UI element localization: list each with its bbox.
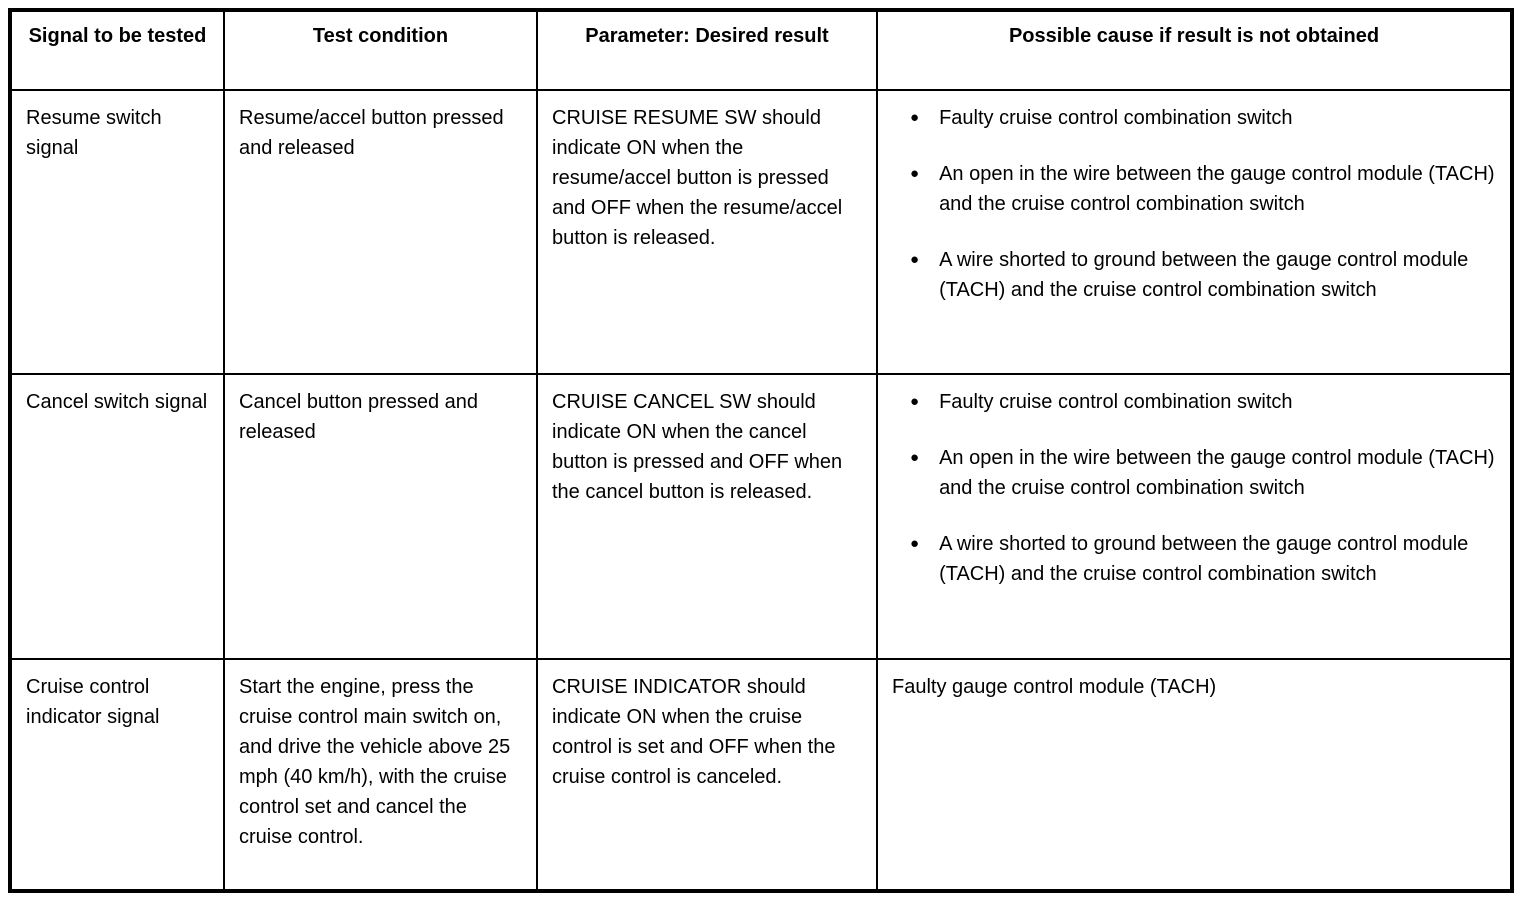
cause-text: Faulty gauge control module (TACH) — [892, 676, 1217, 698]
cause-item: ● An open in the wire between the gauge c… — [892, 443, 1498, 503]
cause-text: Faulty cruise control combination switch — [939, 107, 1293, 129]
cause-text: A wire shorted to ground between the gau… — [939, 249, 1469, 301]
column-header-test-condition: Test condition — [223, 9, 538, 91]
cause-item: ● A wire shorted to ground between the ga… — [892, 529, 1498, 589]
bullet-icon: ● — [910, 535, 920, 552]
column-header-parameter: Parameter: Desired result — [536, 9, 878, 91]
cause-text: An open in the wire between the gauge co… — [939, 163, 1495, 215]
column-header-possible-cause: Possible cause if result is not obtained — [876, 9, 1513, 91]
signal-cell: Cruise control indicator signal — [9, 658, 225, 892]
parameter-cell: CRUISE RESUME SW should indicate ON when… — [536, 89, 878, 375]
cause-item: ● An open in the wire between the gauge c… — [892, 159, 1498, 219]
parameter-cell: CRUISE INDICATOR should indicate ON when… — [536, 658, 878, 892]
bullet-icon: ● — [910, 449, 920, 466]
test-condition-cell: Cancel button pressed and released — [223, 373, 538, 660]
diagnostic-table: Signal to be tested Test condition Param… — [8, 8, 1514, 893]
causes-cell: Faulty gauge control module (TACH) — [876, 658, 1513, 892]
cause-text: A wire shorted to ground between the gau… — [939, 533, 1469, 585]
parameter-cell: CRUISE CANCEL SW should indicate ON when… — [536, 373, 878, 660]
signal-cell: Resume switch signal — [9, 89, 225, 375]
test-condition-cell: Resume/accel button pressed and released — [223, 89, 538, 375]
cause-item: Faulty gauge control module (TACH) — [892, 672, 1498, 702]
cause-text: Faulty cruise control combination switch — [939, 391, 1293, 413]
bullet-icon: ● — [910, 393, 920, 410]
cause-text: An open in the wire between the gauge co… — [939, 447, 1495, 499]
cause-item: ● A wire shorted to ground between the ga… — [892, 245, 1498, 305]
test-condition-cell: Start the engine, press the cruise contr… — [223, 658, 538, 892]
causes-cell: ● Faulty cruise control combination switc… — [876, 89, 1513, 375]
bullet-icon: ● — [910, 165, 920, 182]
causes-cell: ● Faulty cruise control combination switc… — [876, 373, 1513, 660]
bullet-icon: ● — [910, 109, 920, 126]
table-header: Signal to be tested Test condition Param… — [9, 9, 1513, 91]
column-header-signal: Signal to be tested — [9, 9, 225, 91]
signal-cell: Cancel switch signal — [9, 373, 225, 660]
bullet-icon: ● — [910, 251, 920, 268]
cause-item: ● Faulty cruise control combination switc… — [892, 387, 1498, 417]
cause-item: ● Faulty cruise control combination switc… — [892, 103, 1498, 133]
header-row: Signal to be tested Test condition Param… — [9, 9, 1513, 91]
